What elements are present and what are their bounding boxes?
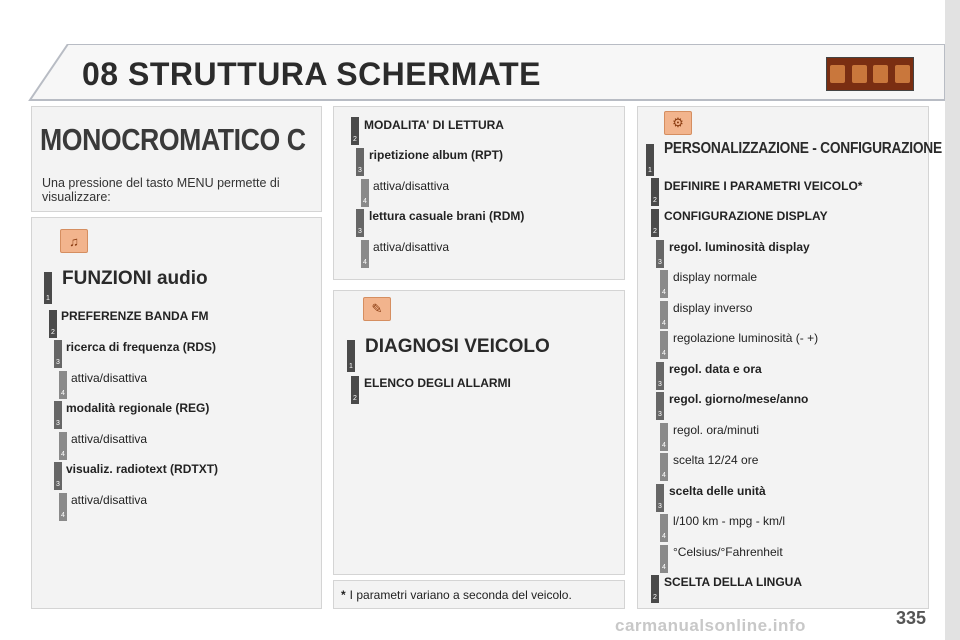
level-badge: 1: [347, 340, 355, 372]
level-badge: 3: [656, 392, 664, 420]
level-badge: 4: [660, 423, 668, 451]
level-badge: 3: [356, 209, 364, 237]
diagnosis-section-title: DIAGNOSI VEICOLO: [365, 336, 550, 357]
menu-item: MODALITA' DI LETTURA: [364, 118, 504, 132]
level-badge: 2: [651, 178, 659, 206]
wrench-icon: ✎: [363, 297, 391, 321]
level-badge: 2: [351, 117, 359, 145]
page-title: 08 STRUTTURA SCHERMATE: [82, 56, 542, 92]
level-badge: 4: [59, 432, 67, 460]
level-badge: 3: [54, 340, 62, 368]
settings-icon: ⚙: [664, 111, 692, 135]
config-section-title: PERSONALIZZAZIONE - CONFIGURAZIONE: [664, 140, 942, 157]
menu-item: display normale: [673, 270, 758, 284]
menu-item: PREFERENZE BANDA FM: [61, 309, 209, 323]
menu-item: attiva/disattiva: [71, 371, 148, 385]
level-badge: 3: [54, 462, 62, 490]
monochrome-title: MONOCROMATICO C: [40, 122, 306, 157]
menu-item: regol. luminosità display: [669, 240, 810, 254]
menu-item: attiva/disattiva: [373, 179, 450, 193]
header-icon-strip: [826, 57, 914, 91]
level-badge: 4: [660, 545, 668, 573]
level-badge: 4: [660, 301, 668, 329]
menu-item: modalità regionale (REG): [66, 401, 210, 415]
watermark: carmanualsonline.info: [615, 616, 806, 635]
intro-panel: [31, 106, 322, 212]
level-badge: 3: [356, 148, 364, 176]
level-badge: 4: [660, 514, 668, 542]
menu-item: ELENCO DEGLI ALLARMI: [364, 376, 511, 390]
level-badge: 4: [660, 453, 668, 481]
level-badge: 1: [646, 144, 654, 176]
audio-icon: [830, 65, 846, 83]
menu-item: ripetizione album (RPT): [369, 148, 504, 162]
menu-item: visualiz. radiotext (RDTXT): [66, 462, 219, 476]
phone-icon: [894, 65, 910, 83]
level-badge: 4: [361, 240, 369, 268]
audio-icon: ♫: [60, 229, 88, 253]
menu-item: l/100 km - mpg - km/l: [673, 514, 786, 528]
level-badge: 4: [361, 179, 369, 207]
reading-mode-panel: [333, 106, 625, 280]
intro-text: Una pressione del tasto MENU permette di…: [42, 176, 280, 204]
level-badge: 4: [59, 493, 67, 521]
level-badge: 3: [54, 401, 62, 429]
diagnosis-panel: [333, 290, 625, 575]
config-panel: [637, 106, 929, 609]
menu-item: DEFINIRE I PARAMETRI VEICOLO*: [664, 179, 863, 193]
menu-item: regol. giorno/mese/anno: [669, 392, 809, 406]
menu-item: attiva/disattiva: [373, 240, 450, 254]
settings-icon: [873, 65, 889, 83]
audio-section-title: FUNZIONI audio: [62, 268, 208, 289]
menu-item: SCELTA DELLA LINGUA: [664, 575, 802, 589]
page-number: 335: [896, 608, 927, 628]
menu-item: attiva/disattiva: [71, 432, 148, 446]
footnote-text: I parametri variano a seconda del veicol…: [349, 588, 572, 602]
page-edge-bar: [945, 0, 960, 640]
menu-item: regol. ora/minuti: [673, 423, 760, 437]
level-badge: 4: [660, 331, 668, 359]
level-badge: 3: [656, 484, 664, 512]
level-badge: 2: [651, 209, 659, 237]
menu-item: regol. data e ora: [669, 362, 762, 376]
menu-item: CONFIGURAZIONE DISPLAY: [664, 209, 828, 223]
audio-panel: [31, 217, 322, 609]
level-badge: 2: [651, 575, 659, 603]
footnote-panel: [333, 580, 625, 609]
level-badge: 2: [49, 310, 57, 338]
menu-item: lettura casuale brani (RDM): [369, 209, 525, 223]
wrench-icon: [851, 65, 867, 83]
footnote-star: *: [341, 588, 346, 602]
level-badge: 2: [351, 376, 359, 404]
menu-item: °Celsius/°Fahrenheit: [673, 545, 783, 559]
header-bar: [28, 44, 945, 101]
level-badge: 4: [59, 371, 67, 399]
level-badge: 3: [656, 240, 664, 268]
footnote: *I parametri variano a seconda del veico…: [341, 588, 572, 602]
menu-item: ricerca di frequenza (RDS): [66, 340, 217, 354]
menu-item: scelta 12/24 ore: [673, 453, 759, 467]
level-badge: 3: [656, 362, 664, 390]
level-badge: 4: [660, 270, 668, 298]
menu-item: display inverso: [673, 301, 753, 315]
menu-item: scelta delle unità: [669, 484, 766, 498]
level-badge: 1: [44, 272, 52, 304]
menu-item: attiva/disattiva: [71, 493, 148, 507]
menu-item: regolazione luminosità (- +): [673, 331, 819, 345]
